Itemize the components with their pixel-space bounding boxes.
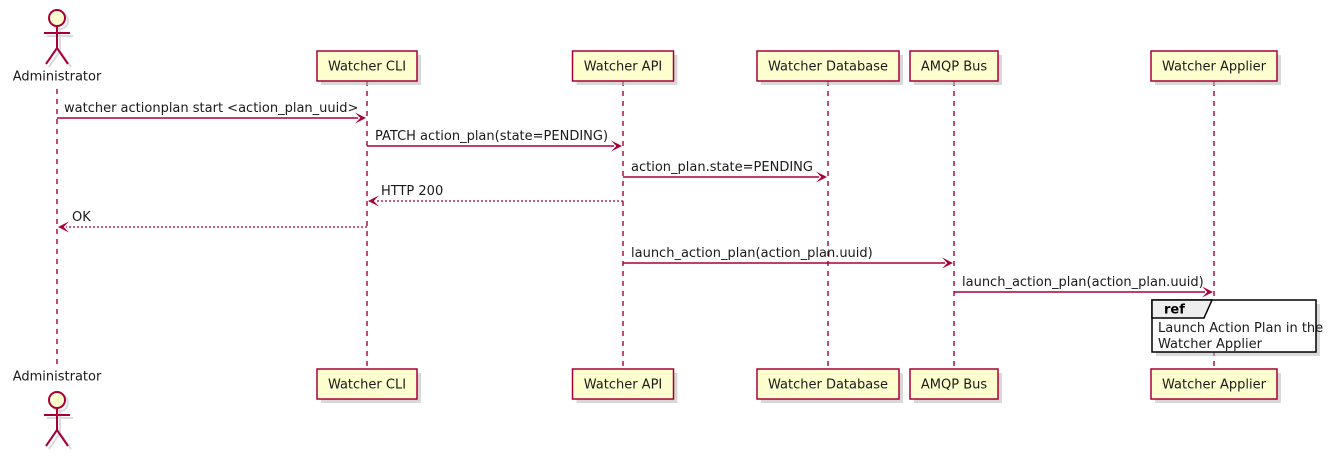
message-label: OK xyxy=(72,210,91,225)
message-msg-1[interactable]: watcher actionplan start <action_plan_uu… xyxy=(57,101,366,124)
participant-box[interactable] xyxy=(909,368,999,400)
message-label: launch_action_plan(action_plan.uuid) xyxy=(631,246,873,261)
participant-box[interactable] xyxy=(571,368,675,400)
participant-label-watcher-cli: Watcher CLI xyxy=(328,60,406,75)
participant-label-watcher-api: Watcher API xyxy=(584,378,663,393)
participant-label-watcher-cli: Watcher CLI xyxy=(328,378,406,393)
message-arrowhead xyxy=(368,195,379,207)
message-label: PATCH action_plan(state=PENDING) xyxy=(375,129,608,144)
participant-administrator-top[interactable]: Administrator xyxy=(13,9,102,85)
actor-icon-administrator xyxy=(44,391,73,450)
participant-label-watcher-applier: Watcher Applier xyxy=(1162,60,1267,75)
participant-label-watcher-database: Watcher Database xyxy=(768,60,888,75)
participant-watcher-cli-bottom[interactable]: Watcher CLI xyxy=(316,368,421,403)
messages-layer: watcher actionplan start <action_plan_uu… xyxy=(57,101,1213,298)
message-label: launch_action_plan(action_plan.uuid) xyxy=(962,275,1204,290)
message-label: watcher actionplan start <action_plan_uu… xyxy=(64,101,358,116)
participant-box[interactable] xyxy=(316,50,418,82)
participant-watcher-applier-top[interactable]: Watcher Applier xyxy=(1150,50,1281,85)
participant-administrator-bottom[interactable]: Administrator xyxy=(13,370,102,450)
actor-icon-administrator xyxy=(44,9,73,68)
message-label: HTTP 200 xyxy=(381,184,443,199)
participant-label-watcher-applier: Watcher Applier xyxy=(1162,378,1267,393)
message-arrowhead xyxy=(1202,286,1213,298)
participant-watcher-database-bottom[interactable]: Watcher Database xyxy=(756,368,903,403)
participant-box[interactable] xyxy=(316,368,418,400)
message-arrowhead xyxy=(942,257,953,269)
message-msg-2[interactable]: PATCH action_plan(state=PENDING) xyxy=(367,129,622,152)
participant-box[interactable] xyxy=(756,368,900,400)
message-arrowhead xyxy=(611,140,622,152)
message-msg-3[interactable]: action_plan.state=PENDING xyxy=(623,160,827,183)
participant-watcher-applier-bottom[interactable]: Watcher Applier xyxy=(1150,368,1281,403)
participant-label-administrator: Administrator xyxy=(13,70,102,85)
participant-watcher-api-top[interactable]: Watcher API xyxy=(571,50,678,85)
participant-watcher-database-top[interactable]: Watcher Database xyxy=(756,50,903,85)
message-arrowhead xyxy=(816,171,827,183)
participant-label-amqp-bus: AMQP Bus xyxy=(921,60,987,75)
message-arrowhead xyxy=(355,112,366,124)
ref-body-line: Watcher Applier xyxy=(1158,337,1263,352)
participant-box[interactable] xyxy=(571,50,675,82)
participant-watcher-cli-top[interactable]: Watcher CLI xyxy=(316,50,421,85)
participant-label-administrator: Administrator xyxy=(13,370,102,385)
ref-body-line: Launch Action Plan in the xyxy=(1158,321,1323,336)
ref-tab xyxy=(1151,299,1214,319)
participant-box[interactable] xyxy=(909,50,999,82)
message-msg-5[interactable]: OK xyxy=(58,210,367,233)
participant-watcher-api-bottom[interactable]: Watcher API xyxy=(571,368,678,403)
message-label: action_plan.state=PENDING xyxy=(631,160,813,175)
participant-box[interactable] xyxy=(1150,50,1278,82)
participant-amqp-bus-bottom[interactable]: AMQP Bus xyxy=(909,368,1002,403)
participant-box[interactable] xyxy=(756,50,900,82)
lifelines-layer xyxy=(56,81,1215,369)
participant-box[interactable] xyxy=(1150,368,1278,400)
message-msg-7[interactable]: launch_action_plan(action_plan.uuid) xyxy=(954,275,1213,298)
message-msg-6[interactable]: launch_action_plan(action_plan.uuid) xyxy=(623,246,953,269)
participant-label-amqp-bus: AMQP Bus xyxy=(921,378,987,393)
message-arrowhead xyxy=(58,221,69,233)
participant-amqp-bus-top[interactable]: AMQP Bus xyxy=(909,50,1002,85)
ref-tab-label: ref xyxy=(1164,303,1185,318)
message-msg-4[interactable]: HTTP 200 xyxy=(368,184,623,207)
participant-label-watcher-api: Watcher API xyxy=(584,60,663,75)
participant-label-watcher-database: Watcher Database xyxy=(768,378,888,393)
